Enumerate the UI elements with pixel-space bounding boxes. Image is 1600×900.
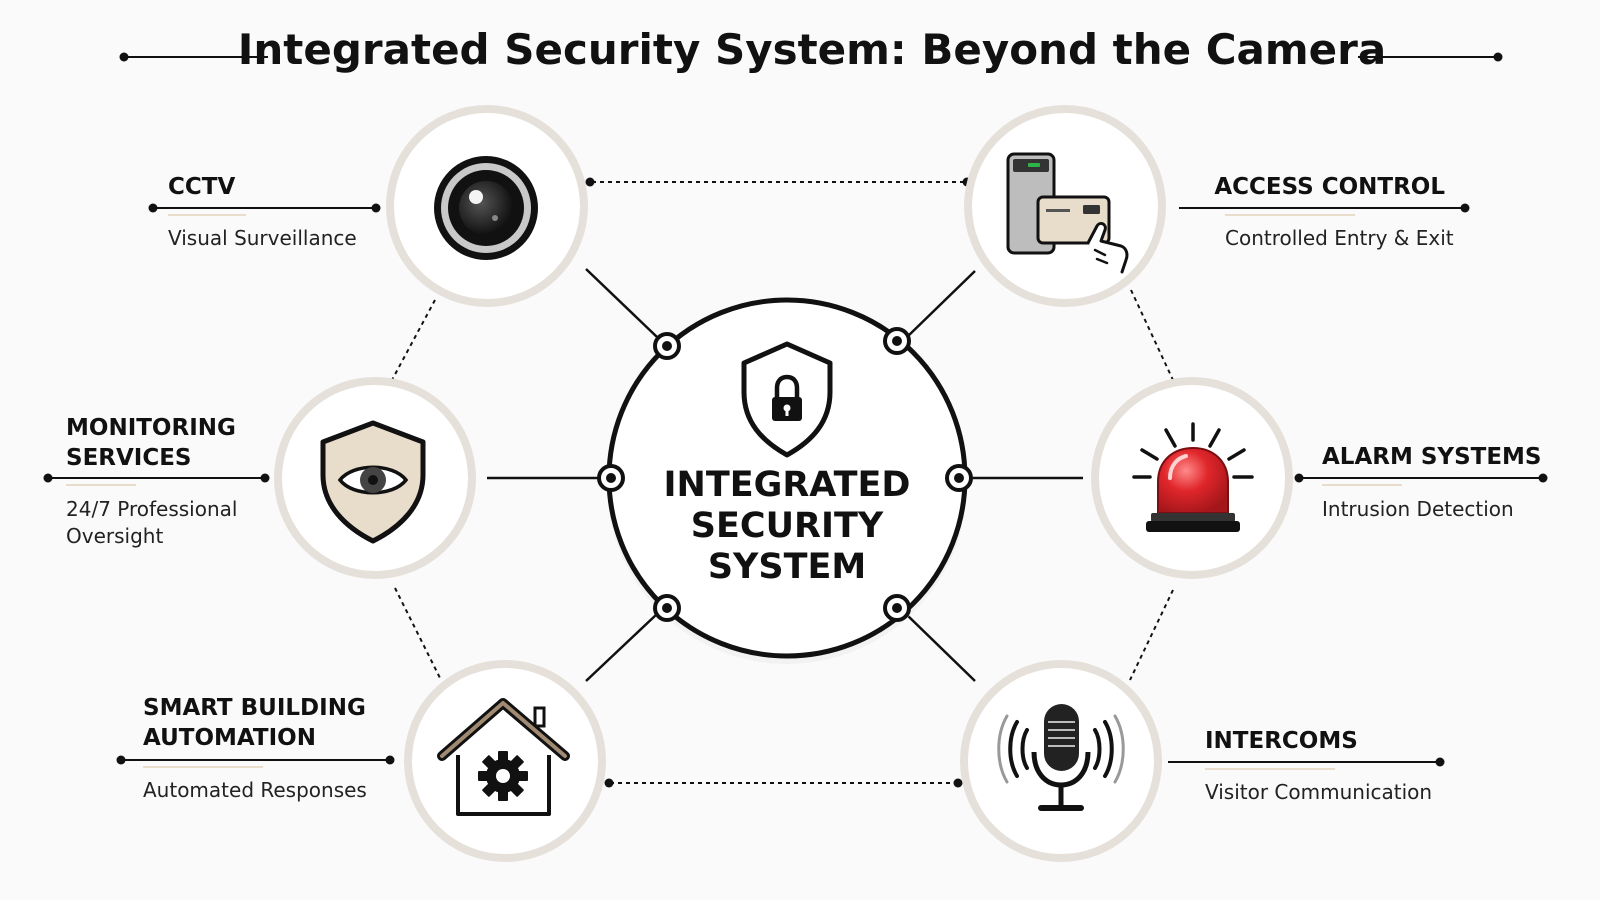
connector-smart-building bbox=[585, 613, 658, 682]
shield-lock-icon bbox=[741, 341, 833, 458]
connectors bbox=[487, 268, 1083, 682]
port-lower-right bbox=[883, 594, 911, 622]
connector-cctv bbox=[585, 268, 658, 338]
shield-eye-icon bbox=[320, 420, 426, 544]
access-control-description: Controlled Entry & Exit bbox=[1225, 226, 1454, 250]
node-cctv bbox=[386, 105, 588, 307]
port-upper-left bbox=[653, 332, 681, 360]
keycard-reader-icon bbox=[1006, 152, 1129, 274]
smart-building-title-line-2: AUTOMATION bbox=[143, 725, 316, 751]
label-access-control: ACCESS CONTROL Controlled Entry & Exit bbox=[1179, 174, 1470, 250]
label-intercoms: INTERCOMS Visitor Communication bbox=[1168, 728, 1445, 804]
label-cctv: CCTV Visual Surveillance bbox=[148, 174, 381, 250]
camera-lens-icon bbox=[434, 156, 538, 260]
label-monitoring-services: MONITORING SERVICES 24/7 Professional Ov… bbox=[43, 415, 270, 548]
node-access-control bbox=[964, 105, 1166, 307]
access-control-title: ACCESS CONTROL bbox=[1214, 174, 1445, 200]
smart-building-description: Automated Responses bbox=[143, 778, 367, 802]
connector-access-control bbox=[905, 270, 976, 339]
node-intercoms bbox=[960, 660, 1162, 862]
port-lower-left bbox=[653, 594, 681, 622]
center-label-line-2: SECURITY bbox=[691, 506, 884, 546]
cctv-title: CCTV bbox=[168, 174, 235, 200]
alarm-siren-icon bbox=[1132, 422, 1254, 532]
alarm-systems-title: ALARM SYSTEMS bbox=[1322, 444, 1542, 470]
intercoms-description: Visitor Communication bbox=[1205, 780, 1432, 804]
label-smart-building-automation: SMART BUILDING AUTOMATION Automated Resp… bbox=[116, 695, 395, 802]
label-alarm-systems: ALARM SYSTEMS Intrusion Detection bbox=[1294, 444, 1548, 521]
node-monitoring-services bbox=[274, 377, 476, 579]
monitoring-title-line-1: MONITORING bbox=[66, 415, 236, 441]
smart-building-title-line-1: SMART BUILDING bbox=[143, 695, 366, 721]
dashed-links bbox=[391, 181, 1174, 784]
port-left bbox=[597, 464, 625, 492]
house-gear-icon bbox=[437, 698, 570, 816]
monitoring-description-line-2: Oversight bbox=[66, 524, 163, 548]
connector-intercoms bbox=[905, 613, 976, 682]
monitoring-title-line-2: SERVICES bbox=[66, 445, 192, 471]
node-smart-building-automation bbox=[404, 660, 606, 862]
center-label-line-3: SYSTEM bbox=[708, 547, 866, 587]
port-right bbox=[945, 464, 973, 492]
port-upper-right bbox=[883, 327, 911, 355]
node-alarm-systems bbox=[1091, 377, 1293, 579]
cctv-description: Visual Surveillance bbox=[168, 226, 357, 250]
monitoring-description-line-1: 24/7 Professional bbox=[66, 497, 237, 521]
intercoms-title: INTERCOMS bbox=[1205, 728, 1358, 754]
alarm-systems-description: Intrusion Detection bbox=[1322, 497, 1514, 521]
microphone-icon bbox=[997, 704, 1125, 811]
title-text: Integrated Security System: Beyond the C… bbox=[238, 25, 1386, 74]
center-ports bbox=[597, 327, 973, 622]
center-label-line-1: INTEGRATED bbox=[664, 465, 911, 505]
page-title: Integrated Security System: Beyond the C… bbox=[119, 25, 1503, 74]
